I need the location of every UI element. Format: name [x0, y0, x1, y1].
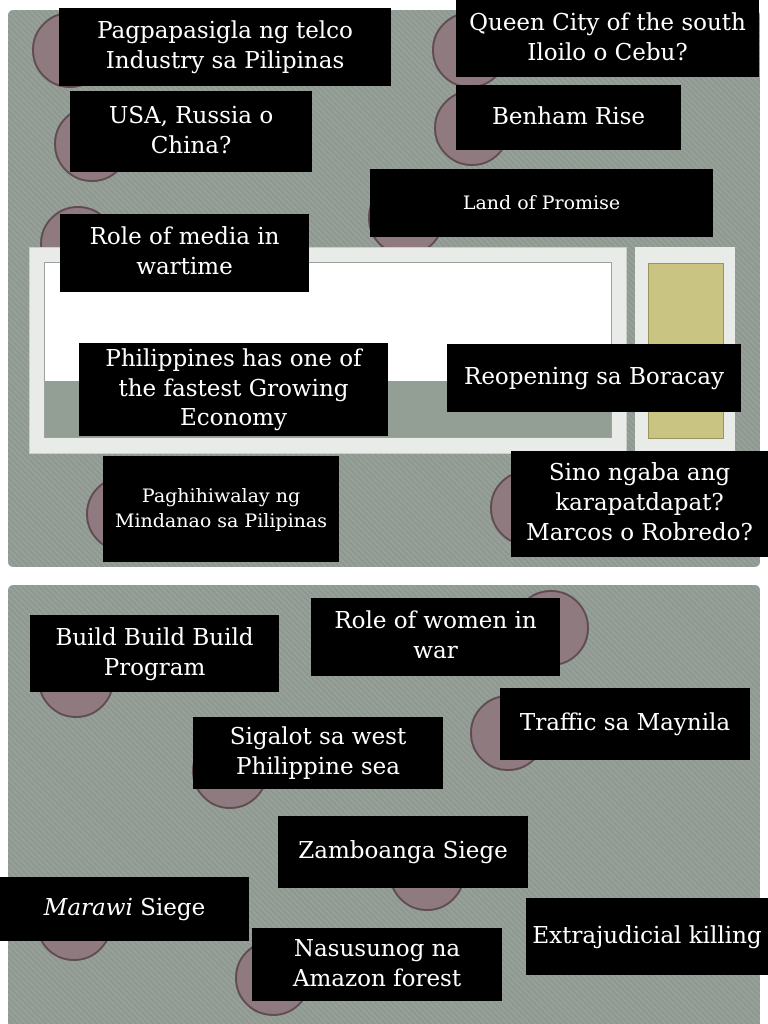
slide-bottom: Build Build Build Program Role of women …: [0, 585, 768, 1024]
label-text: USA, Russia o China?: [108, 102, 274, 159]
label-text: Benham Rise: [491, 103, 646, 130]
label-telco: Pagpapasigla ng telco Industry sa Pilipi…: [59, 8, 391, 86]
label-text: Nasusunog na Amazon forest: [292, 935, 462, 992]
label-text: Zamboanga Siege: [298, 838, 508, 865]
label-mindanao: Paghihiwalay ng Mindanao sa Pilipinas: [103, 456, 339, 562]
label-ejk: Extrajudicial killing: [526, 898, 768, 975]
label-queen-city: Queen City of the south Iloilo o Cebu?: [456, 0, 759, 77]
label-build-build-build: Build Build Build Program: [30, 615, 279, 692]
label-text-italic: Marawi: [43, 895, 133, 922]
label-women-war: Role of women in war: [311, 598, 560, 676]
label-text: Pagpapasigla ng telco Industry sa Pilipi…: [97, 18, 353, 74]
label-zamboanga: Zamboanga Siege: [278, 816, 528, 888]
label-text: Extrajudicial killing: [532, 922, 762, 949]
label-text: Role of women in war: [334, 608, 537, 664]
label-text: Role of media in wartime: [89, 224, 280, 280]
label-fastest-economy: Philippines has one of the fastest Growi…: [79, 343, 388, 436]
label-text: Build Build Build Program: [55, 624, 254, 681]
label-traffic: Traffic sa Maynila: [500, 688, 750, 760]
label-text-rest: Siege: [132, 895, 206, 922]
label-text: Land of Promise: [462, 191, 621, 214]
slide-top: Pagpapasigla ng telco Industry sa Pilipi…: [8, 0, 768, 567]
label-benham-rise: Benham Rise: [456, 85, 681, 150]
label-text: Reopening sa Boracay: [464, 364, 724, 391]
label-land-of-promise: Land of Promise: [370, 169, 713, 237]
label-text: Traffic sa Maynila: [519, 710, 731, 737]
label-marawi: Marawi Siege: [0, 877, 249, 941]
label-media-wartime: Role of media in wartime: [60, 214, 309, 292]
label-text: Queen City of the south Iloilo o Cebu?: [469, 9, 746, 66]
label-amazon: Nasusunog na Amazon forest: [252, 928, 502, 1001]
label-text: Sigalot sa west Philippine sea: [229, 724, 407, 780]
label-text: Sino ngaba ang karapatdapat? Marcos o Ro…: [526, 460, 753, 546]
label-text: Philippines has one of the fastest Growi…: [105, 345, 362, 432]
label-marcos-robredo: Sino ngaba ang karapatdapat? Marcos o Ro…: [511, 451, 768, 557]
label-boracay: Reopening sa Boracay: [447, 344, 741, 412]
label-west-ph-sea: Sigalot sa west Philippine sea: [193, 717, 443, 789]
label-text: Paghihiwalay ng Mindanao sa Pilipinas: [115, 485, 327, 532]
label-text: Marawi Siege: [44, 894, 205, 924]
label-usa-russia-china: USA, Russia o China?: [70, 91, 312, 172]
